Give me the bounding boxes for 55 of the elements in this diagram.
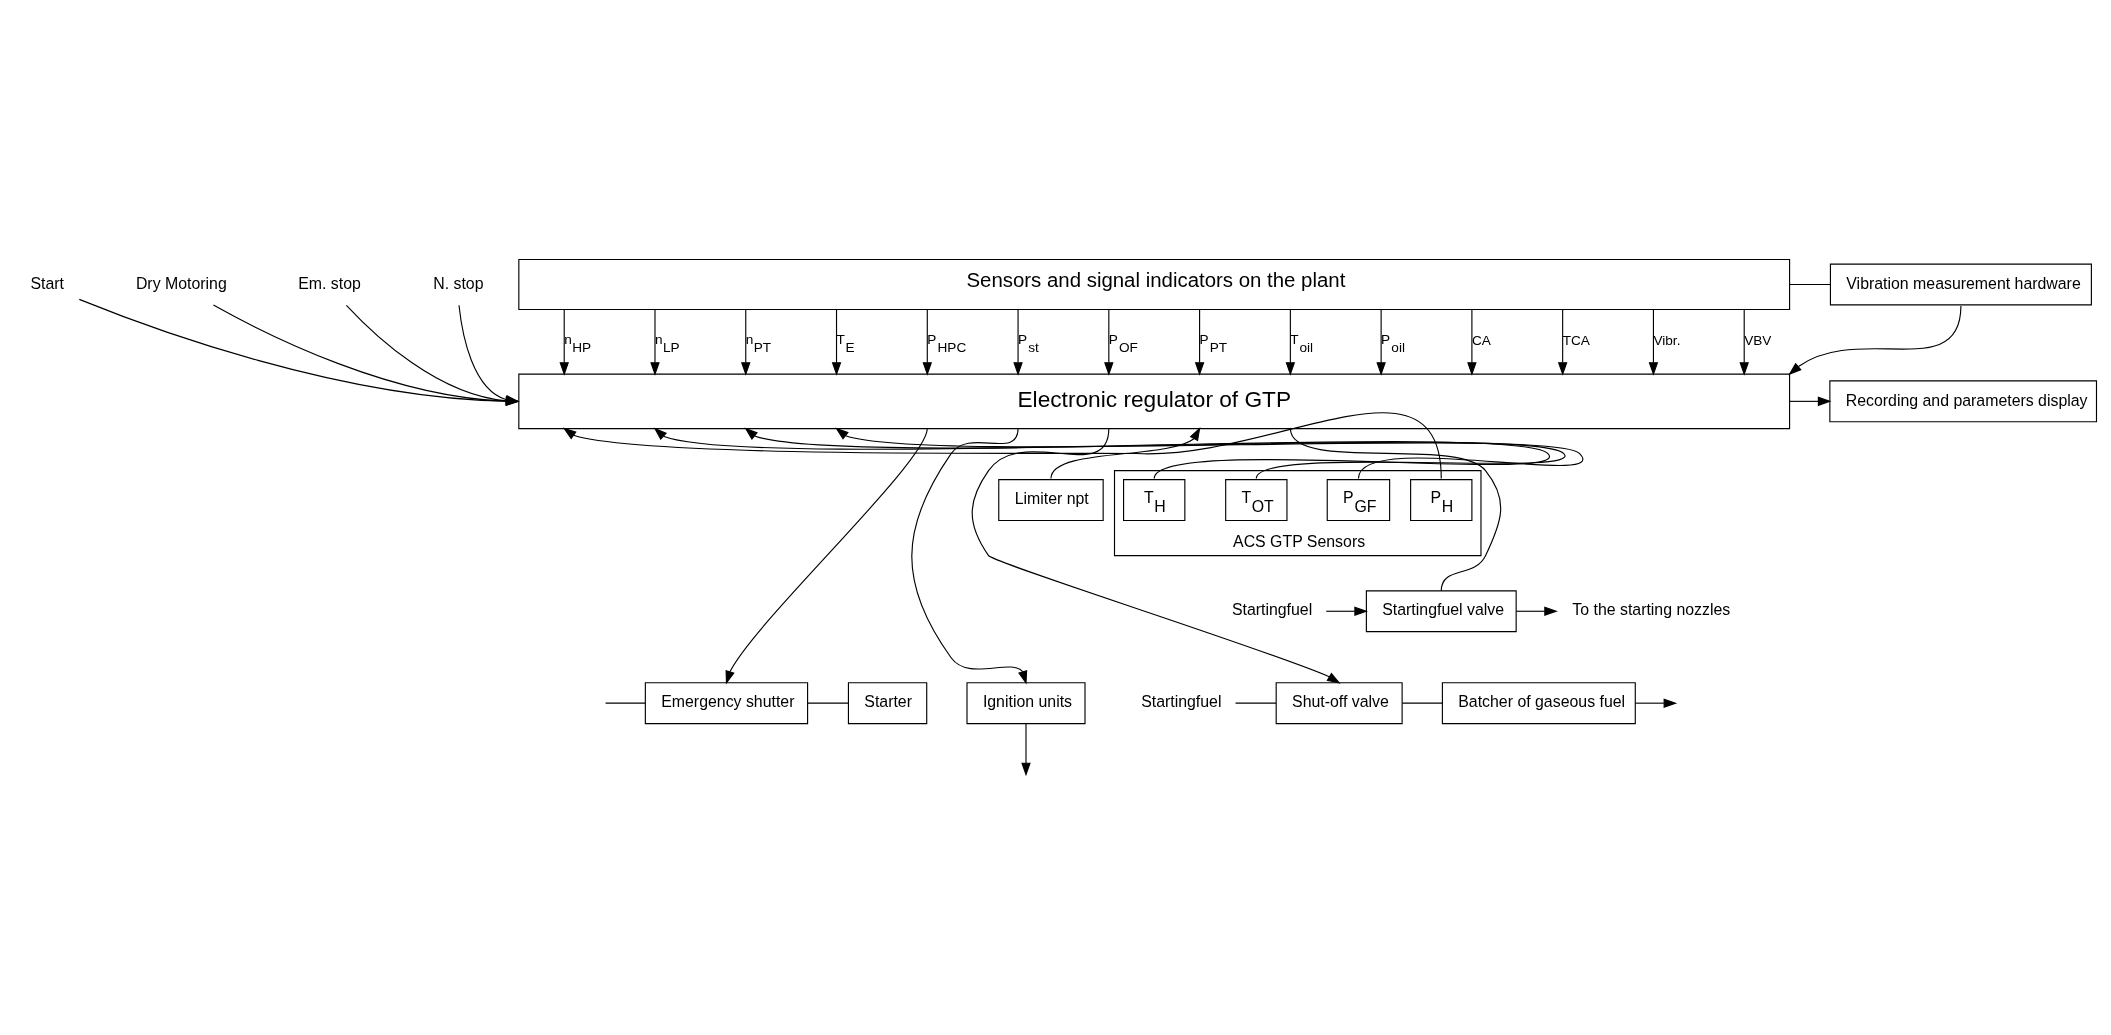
arrow xyxy=(650,308,660,376)
arrow xyxy=(345,304,520,406)
arrow xyxy=(1789,396,1832,407)
node-box: Ignition units xyxy=(966,682,1086,725)
arrow xyxy=(1325,606,1368,617)
arrow xyxy=(559,308,569,376)
node-box: Vibration measurement hardware xyxy=(1829,263,2092,306)
arrow xyxy=(831,308,842,376)
node-box: Electronic regulator of GTP xyxy=(518,373,1791,430)
arrow xyxy=(1557,308,1568,376)
node-box: Startingfuel valve xyxy=(1365,590,1517,633)
node-box: Sensors and signal indicators on the plant xyxy=(518,258,1791,311)
arrow xyxy=(1739,308,1749,376)
edge-label: TCA xyxy=(1562,333,1590,349)
arrow xyxy=(1021,723,1031,777)
arrow xyxy=(971,428,1341,684)
node-box: Starter xyxy=(847,682,928,725)
connector xyxy=(1289,428,1502,592)
node-text: Startingfuel xyxy=(1231,601,1313,619)
edge-label: CA xyxy=(1471,333,1491,349)
node-box: Emergency shutter xyxy=(644,682,809,725)
arrow xyxy=(911,428,1028,685)
node-text: N. stop xyxy=(433,274,484,292)
arrow xyxy=(78,298,520,407)
arrow xyxy=(458,304,520,405)
node-text: Em. stop xyxy=(298,274,361,292)
node-text: Startingfuel xyxy=(1141,693,1222,711)
arrow xyxy=(1634,698,1678,708)
arrow xyxy=(1467,308,1477,376)
connector xyxy=(1401,702,1443,704)
arrow xyxy=(1648,308,1659,376)
arrow xyxy=(1788,305,1962,376)
node-text: To the starting nozzles xyxy=(1572,601,1731,619)
arrow xyxy=(922,308,933,376)
node-box: Shut-off valve xyxy=(1275,682,1403,725)
connector xyxy=(807,702,849,704)
arrow xyxy=(725,428,928,685)
arrow xyxy=(1050,427,1201,480)
arrow xyxy=(1013,308,1023,376)
arrow xyxy=(1104,308,1114,376)
connector xyxy=(1789,283,1831,286)
arrow xyxy=(562,412,1442,480)
arrow xyxy=(741,308,751,376)
arrow xyxy=(1376,308,1386,376)
arrow xyxy=(212,304,520,406)
edge-label: Vibr. xyxy=(1653,333,1681,349)
node-text: Start xyxy=(30,274,64,292)
node-box: Recording and parameters display xyxy=(1829,380,2098,423)
arrow xyxy=(1515,606,1558,617)
node-box: Batcher of gaseous fuel xyxy=(1441,682,1636,725)
node-text: Dry Motoring xyxy=(135,274,227,292)
node-box: Limiter npt xyxy=(998,479,1104,522)
connector xyxy=(1234,702,1277,704)
connector xyxy=(604,702,646,704)
arrow xyxy=(1194,308,1205,376)
